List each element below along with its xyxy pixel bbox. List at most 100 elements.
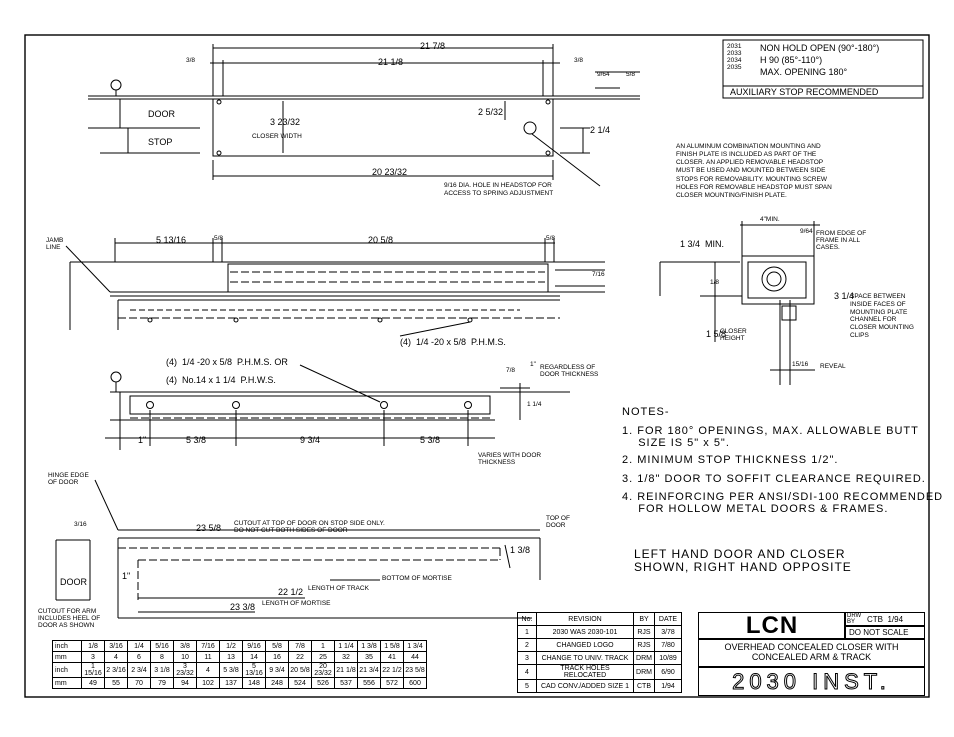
mode-non-hold-open: NON HOLD OPEN (90°-180°) <box>760 43 880 53</box>
cutout-top-note: CUTOUT AT TOP OF DOOR ON STOP SIDE ONLY.… <box>234 520 385 535</box>
table-cell: 7/80 <box>654 638 682 652</box>
table-cell: 1 15/16 <box>81 662 105 678</box>
table-cell: 2 3/16 <box>104 662 128 678</box>
table-cell: 7/8 <box>288 640 312 652</box>
table-cell: 3/78 <box>654 625 682 639</box>
dim-7-8: 7/8 <box>506 367 516 374</box>
table-cell: 10/89 <box>654 651 682 665</box>
table-cell: 556 <box>357 677 381 689</box>
table-cell: 21 1/8 <box>334 662 358 678</box>
table-cell: 1 3/4 <box>403 640 427 652</box>
table-cell: 3/8 <box>173 640 197 652</box>
mode-max-opening: MAX. OPENING 180° <box>760 67 848 77</box>
space-between-value: 3 1/4 <box>834 291 855 301</box>
table-cell: RJS <box>633 638 655 652</box>
varies-note: VARIES WITH DOOR THICKNESS <box>478 452 542 467</box>
table-cell: 5/16 <box>150 640 174 652</box>
dim-right-offset: 3/8 <box>574 57 584 64</box>
table-cell: 8 <box>150 651 174 663</box>
table-cell: 32 <box>334 651 358 663</box>
dim-1-5-8: 1 5/8 <box>706 329 727 339</box>
auxiliary-stop-note: AUXILIARY STOP RECOMMENDED <box>730 87 879 97</box>
logo-cell: LCN <box>698 612 846 640</box>
table-cell: 148 <box>242 677 266 689</box>
row-label: mm <box>52 677 82 689</box>
top-of-door-label: TOP OF DOOR <box>546 515 570 530</box>
dim-1-8: 1/8 <box>710 279 720 286</box>
table-cell: 20 23/32 <box>311 662 335 678</box>
do-not-scale-cell: DO NOT SCALE <box>844 625 925 640</box>
screws-note-a: (4) 1/4 -20 x 5/8 P.H.M.S. OR <box>166 357 288 367</box>
table-cell: 13 <box>219 651 243 663</box>
dim-closer-width: 3 23/32 <box>270 117 301 127</box>
drw-by-label: DRW BY <box>847 613 862 625</box>
row-label: inch <box>52 640 82 652</box>
table-cell: 41 <box>380 651 404 663</box>
dim-5-13-16: 5 13/16 <box>156 235 187 245</box>
table-cell: 44 <box>403 651 427 663</box>
dim-2-5-32: 2 5/32 <box>478 107 504 117</box>
sheet-border <box>24 34 930 698</box>
table-cell: 1 1/4 <box>334 640 358 652</box>
dim-3-16: 3/16 <box>74 521 87 528</box>
table-cell: 16 <box>265 651 289 663</box>
model-box <box>722 39 924 99</box>
table-cell: 22 1/2 <box>380 662 404 678</box>
side-elevation-view <box>65 238 605 337</box>
table-cell: 94 <box>173 677 197 689</box>
table-cell: 600 <box>403 677 427 689</box>
closer-width-label: CLOSER WIDTH <box>252 133 302 140</box>
dim-1-top: 1" <box>530 361 536 368</box>
row-label: mm <box>52 651 82 663</box>
lcn-logo: LCN <box>745 612 799 639</box>
dim-23-5-8: 23 5/8 <box>196 523 222 533</box>
table-cell: 22 <box>288 651 312 663</box>
table-cell: 5 <box>517 679 537 693</box>
table-cell: 4 <box>517 664 537 680</box>
dim-23-3-8: 23 3/8 <box>230 602 256 612</box>
table-cell: 248 <box>265 677 289 689</box>
table-cell: 20 5/8 <box>288 662 312 678</box>
table-cell: 2030 WAS 2030-101 <box>536 625 634 639</box>
section-view <box>659 221 820 385</box>
reveal-label: REVEAL <box>820 363 846 370</box>
table-cell: 11 <box>196 651 220 663</box>
door-label: DOOR <box>148 109 175 119</box>
dim-9-64-section: 9/64 <box>800 228 813 235</box>
table-cell: 1/8 <box>81 640 105 652</box>
table-cell: 10 <box>173 651 197 663</box>
dim-1-1-4: 1 1/4 <box>527 401 542 408</box>
table-cell: 6 <box>127 651 151 663</box>
table-cell: 1/2 <box>219 640 243 652</box>
space-between-note: SPACE BETWEEN INSIDE FACES OF MOUNTING P… <box>850 293 914 339</box>
dim-1-3-4-min: 1 3/4 MIN. <box>680 239 725 249</box>
jamb-line-label: JAMB LINE <box>46 237 64 252</box>
door-label-mortise: DOOR <box>60 577 87 587</box>
table-cell: 25 <box>311 651 335 663</box>
table-cell: 3 <box>517 651 537 665</box>
table-cell: 4 <box>196 662 220 678</box>
dim-5-8-left: 5/8 <box>214 235 224 242</box>
table-cell: 6/90 <box>654 664 682 680</box>
aluminum-plate-note: AN ALUMINUM COMBINATION MOUNTING AND FIN… <box>676 143 832 199</box>
dim-5-3-8-right: 5 3/8 <box>420 435 441 445</box>
table-cell: 3/16 <box>104 640 128 652</box>
table-cell: 9 3/4 <box>265 662 289 678</box>
note-2: 2. MINIMUM STOP THICKNESS 1/2". <box>622 454 839 466</box>
length-track-label: LENGTH OF TRACK <box>308 585 369 592</box>
table-header: BY <box>633 612 655 626</box>
table-cell: 5 13/16 <box>242 662 266 678</box>
table-cell: 137 <box>219 677 243 689</box>
table-cell: 1 3/8 <box>357 640 381 652</box>
description-cell: OVERHEAD CONCEALED CLOSER WITH CONCEALED… <box>698 638 925 668</box>
table-cell: 23 5/8 <box>403 662 427 678</box>
